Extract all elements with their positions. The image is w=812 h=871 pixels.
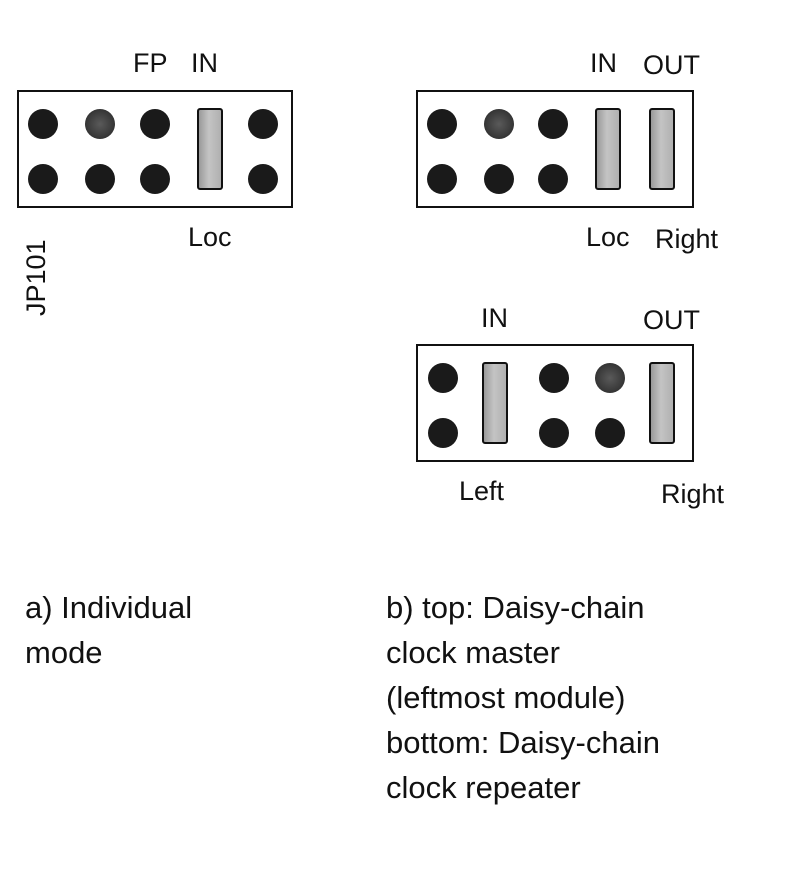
header-pin — [427, 164, 457, 194]
jumper-header-b-bottom — [416, 344, 694, 462]
label-fp: FP — [133, 48, 168, 78]
header-pin — [539, 363, 569, 393]
label-loc: Loc — [188, 222, 232, 252]
label-right: Right — [655, 224, 719, 254]
jumper-cap — [482, 362, 508, 444]
caption-b-line: clock master — [386, 635, 560, 670]
caption-b-line: (leftmost module) — [386, 680, 626, 715]
header-pin — [140, 109, 170, 139]
header-pin — [538, 109, 568, 139]
caption-b-line: clock repeater — [386, 770, 581, 805]
header-pin — [428, 363, 458, 393]
label-in: IN — [590, 48, 617, 78]
caption-b-line: bottom: Daisy-chain — [386, 725, 660, 760]
header-pin — [28, 109, 58, 139]
caption-b-line: b) top: Daisy-chain — [386, 590, 645, 625]
label-loc: Loc — [586, 222, 630, 252]
jumper-cap — [197, 108, 223, 190]
label-out: OUT — [643, 305, 700, 335]
jumper-cap — [649, 362, 675, 444]
header-pin — [484, 164, 514, 194]
caption-b: b) top: Daisy-chain clock master (leftmo… — [386, 585, 660, 810]
header-pin — [595, 363, 625, 393]
header-pin — [248, 109, 278, 139]
label-in: IN — [481, 303, 508, 333]
header-pin — [538, 164, 568, 194]
header-pin — [539, 418, 569, 448]
header-pin — [248, 164, 278, 194]
jumper-cap — [595, 108, 621, 190]
header-pin — [428, 418, 458, 448]
label-in: IN — [191, 48, 218, 78]
header-pin — [595, 418, 625, 448]
header-pin — [85, 109, 115, 139]
header-pin — [484, 109, 514, 139]
label-jp101: JP101 — [21, 239, 51, 316]
caption-a: a) Individual mode — [25, 585, 192, 675]
label-out: OUT — [643, 50, 700, 80]
header-pin — [85, 164, 115, 194]
header-pin — [427, 109, 457, 139]
caption-a-line: mode — [25, 635, 103, 670]
label-right: Right — [661, 479, 725, 509]
jumper-header-b-top — [416, 90, 694, 208]
jumper-cap — [649, 108, 675, 190]
header-pin — [140, 164, 170, 194]
caption-a-line: a) Individual — [25, 590, 193, 625]
header-pin — [28, 164, 58, 194]
jumper-header-a — [17, 90, 293, 208]
label-left: Left — [459, 476, 505, 506]
